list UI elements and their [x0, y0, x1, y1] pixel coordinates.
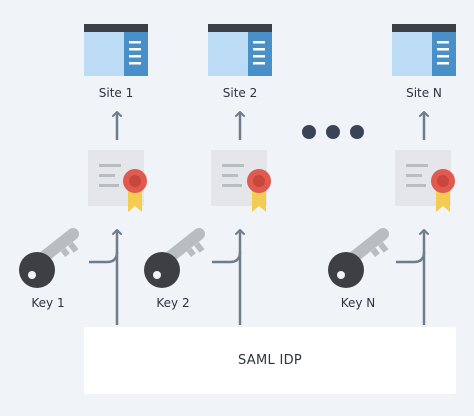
connector-key-2: [212, 251, 242, 264]
key-2-icon: [144, 228, 205, 288]
column-1: [19, 24, 148, 325]
key-1-label: Key 1: [31, 296, 65, 310]
saml-idp-box: [84, 327, 456, 394]
saml-idp-label: SAML IDP: [237, 353, 303, 368]
certificate-n-icon: [395, 150, 455, 212]
key-n-label: Key N: [340, 296, 376, 310]
key-n-icon: [328, 228, 389, 288]
certificate-2-icon: [211, 150, 271, 212]
column-n: [328, 24, 456, 325]
connector-key-n: [396, 251, 426, 264]
key-1-icon: [19, 228, 79, 288]
site-1-icon: [84, 24, 148, 76]
certificate-1-icon: [88, 150, 147, 212]
key-2-label: Key 2: [156, 296, 190, 310]
column-2: [144, 24, 272, 325]
site-2-label: Site 2: [222, 86, 258, 100]
site-1-label: Site 1: [98, 86, 134, 100]
site-n-icon: [392, 24, 456, 76]
site-n-label: Site N: [406, 86, 442, 100]
connector-key-1: [89, 251, 119, 264]
ellipsis-dots-icon: [302, 125, 364, 139]
site-2-icon: [208, 24, 272, 76]
